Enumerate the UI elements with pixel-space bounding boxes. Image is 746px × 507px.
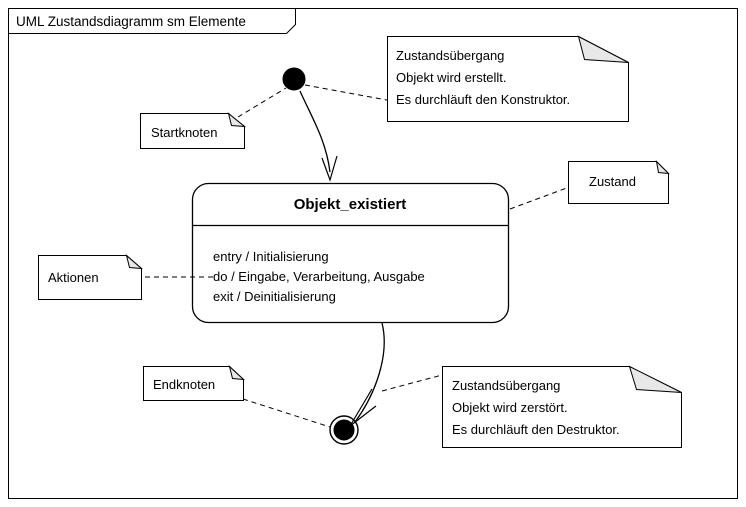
note-transition-destroy-fold bbox=[628, 365, 682, 393]
note-aktionen-label: Aktionen bbox=[48, 270, 99, 285]
transition-create-arrowhead bbox=[321, 155, 338, 182]
end-node-inner-disc bbox=[333, 419, 355, 441]
note-endknoten-body bbox=[143, 366, 244, 401]
note-transition-create-line-2: Objekt wird erstellt. bbox=[396, 70, 507, 85]
note-transition-destroy-line-2: Objekt wird zerstört. bbox=[452, 400, 568, 415]
anchor-zustand bbox=[509, 185, 573, 210]
state-name-label: Objekt_existiert bbox=[293, 196, 407, 213]
note-transition-destroy-body bbox=[442, 366, 682, 448]
note-zustand-body bbox=[568, 161, 669, 204]
note-transition-create-fold bbox=[577, 35, 629, 63]
start-node-marker bbox=[282, 67, 306, 91]
anchor-transition-destroy bbox=[381, 374, 443, 392]
note-startknoten-fold bbox=[227, 112, 247, 128]
note-zustand-fold bbox=[655, 160, 670, 175]
state-box bbox=[191, 182, 510, 324]
transition-destroy-arrowhead bbox=[349, 388, 377, 427]
note-startknoten-body bbox=[140, 113, 245, 149]
anchor-endknoten bbox=[242, 398, 331, 428]
note-aktionen-body bbox=[38, 255, 142, 300]
note-aktionen-fold bbox=[125, 254, 143, 270]
note-startknoten-label: Startknoten bbox=[151, 125, 218, 140]
frame-title-label: UML Zustandsdiagramm sm Elemente bbox=[16, 14, 246, 29]
note-zustand-label: Zustand bbox=[589, 174, 636, 189]
state-action-entry: entry / Initialisierung bbox=[213, 249, 329, 264]
note-transition-destroy-line-1: Zustandsübergang bbox=[452, 378, 561, 393]
anchor-startknoten bbox=[237, 87, 287, 118]
note-transition-destroy-line-3: Es durchläuft den Destruktor. bbox=[452, 422, 620, 437]
state-action-exit: exit / Deinitialisierung bbox=[213, 289, 336, 304]
note-endknoten-fold bbox=[228, 364, 245, 381]
transition-destroy-line bbox=[354, 322, 385, 423]
anchor-transition-create bbox=[304, 84, 388, 101]
frame-title-tab bbox=[8, 8, 296, 34]
state-action-do: do / Eingabe, Verarbeitung, Ausgabe bbox=[213, 269, 425, 284]
transition-create-line bbox=[299, 90, 331, 173]
note-endknoten-label: Endknoten bbox=[153, 377, 216, 392]
note-transition-create-body bbox=[387, 36, 629, 122]
note-transition-create-line-3: Es durchläuft den Konstruktor. bbox=[396, 92, 571, 107]
note-transition-create-line-1: Zustandsübergang bbox=[396, 48, 505, 63]
